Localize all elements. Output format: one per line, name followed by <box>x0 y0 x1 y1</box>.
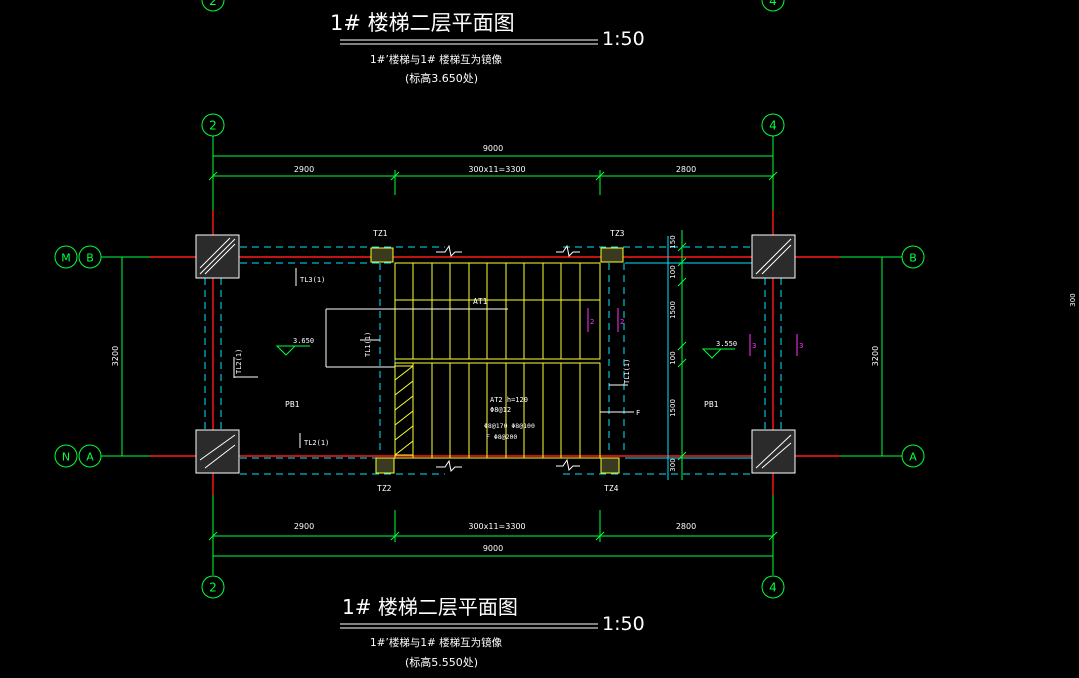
label-at2-rebar2: Φ8@170 Φ8@100 <box>484 422 535 430</box>
member-labels: TZ1 TZ3 TZ2 TZ4 TL3(1) TL2(1) TL2(1) TL1… <box>233 229 803 493</box>
label-pb1-left: PB1 <box>285 400 300 409</box>
title-note-mirror: 1#’楼梯与1# 楼梯互为镜像 <box>370 53 503 66</box>
dim-mid-bottom: 300x11=3300 <box>468 522 525 531</box>
axis-A-bubble-right: A <box>909 451 917 464</box>
section-mark-2a: 2 <box>590 318 594 326</box>
axis-N-bubble: N <box>62 451 70 464</box>
label-tl2-bottom: TL2(1) <box>304 439 329 447</box>
label-tl1-right: TL1(1) <box>623 359 631 384</box>
label-tz4: TZ4 <box>604 484 619 493</box>
axis-2-bubble: 2 <box>209 119 217 133</box>
title-note-level-bottom: (标高5.550处) <box>405 655 478 669</box>
dim-edge-right: 300 <box>1069 293 1077 306</box>
dim-300: 300 <box>669 458 677 471</box>
axis-A-bubble-left: A <box>86 451 94 464</box>
dimensions-vertical-right: 150 100 1500 100 1500 300 <box>669 230 687 480</box>
dim-100-mid: 100 <box>669 351 677 364</box>
columns <box>195 234 796 474</box>
label-at2-rebar3: F Φ8@200 <box>486 433 517 441</box>
axis-2-top-cut: 2 <box>209 0 217 8</box>
label-pb1-right: PB1 <box>704 400 719 409</box>
axis-bubbles-side: M B N A B A 3200 3200 300 <box>54 245 1077 468</box>
label-tz1: TZ1 <box>373 229 388 238</box>
level-mark-right: 3.550 <box>716 340 737 348</box>
axis-4-top-cut: 4 <box>769 0 777 8</box>
level-mark-left: 3.650 <box>293 337 314 345</box>
axis-bubbles-lower: 2 4 <box>201 575 785 599</box>
dim-left-top: 2900 <box>294 165 314 174</box>
stair-flights <box>325 262 601 459</box>
dimensions-upper: 9000 2900 300x11=3300 2800 <box>208 144 778 195</box>
axis-B-bubble-left: B <box>86 252 94 265</box>
dim-150: 150 <box>669 235 677 248</box>
axis-lines-red <box>150 210 840 495</box>
dim-right-bottom: 2800 <box>676 522 696 531</box>
label-tl1-left: TL1(1) <box>364 332 372 357</box>
dimensions-lower: 2900 300x11=3300 2800 9000 <box>208 495 778 575</box>
break-symbols <box>436 244 580 473</box>
label-tz3: TZ3 <box>610 229 625 238</box>
title-main: 1# 楼梯二层平面图 <box>330 11 515 35</box>
dim-1500-bottom: 1500 <box>669 399 677 417</box>
label-tl2-left: TL2(1) <box>235 349 243 374</box>
top-axis-bubbles: 2 4 <box>201 0 785 12</box>
label-at1: AT1 <box>473 297 488 306</box>
beams-and-walls <box>204 236 782 480</box>
title-scale-bottom: 1:50 <box>602 613 645 635</box>
title-block-top: 1# 楼梯二层平面图 1:50 1#’楼梯与1# 楼梯互为镜像 (标高3.650… <box>330 11 645 85</box>
title-note-level: (标高3.650处) <box>405 71 478 85</box>
axis-2-bubble-bottom: 2 <box>209 581 217 595</box>
axis-4-bubble: 4 <box>769 119 777 133</box>
dim-left-bottom: 2900 <box>294 522 314 531</box>
dim-span-left: 3200 <box>111 346 120 366</box>
dim-100-top: 100 <box>669 265 677 278</box>
label-f-mark: F <box>636 409 640 417</box>
section-mark-2b: 2 <box>620 318 624 326</box>
section-mark-3b: 3 <box>799 342 803 350</box>
axis-4-bubble-bottom: 4 <box>769 581 777 595</box>
label-tl3: TL3(1) <box>300 276 325 284</box>
title-block-bottom: 1# 楼梯二层平面图 1:50 1#’楼梯与1# 楼梯互为镜像 (标高5.550… <box>340 595 645 669</box>
dim-span-right: 3200 <box>871 346 880 366</box>
dim-right-top: 2800 <box>676 165 696 174</box>
label-at2: AT2 h=120 <box>490 396 528 404</box>
axis-M-bubble: M <box>61 252 71 265</box>
title-note-mirror-bottom: 1#’楼梯与1# 楼梯互为镜像 <box>370 636 503 649</box>
title-main-bottom: 1# 楼梯二层平面图 <box>342 595 518 619</box>
axis-B-bubble-right: B <box>909 252 917 265</box>
dim-mid-top: 300x11=3300 <box>468 165 525 174</box>
dim-1500-top: 1500 <box>669 301 677 319</box>
title-scale: 1:50 <box>602 28 645 50</box>
label-at2-rebar1: Φ8@12 <box>490 406 511 414</box>
dim-total-top: 9000 <box>483 144 503 153</box>
label-tz2: TZ2 <box>377 484 392 493</box>
section-mark-3a: 3 <box>752 342 756 350</box>
dim-total-bottom: 9000 <box>483 544 503 553</box>
